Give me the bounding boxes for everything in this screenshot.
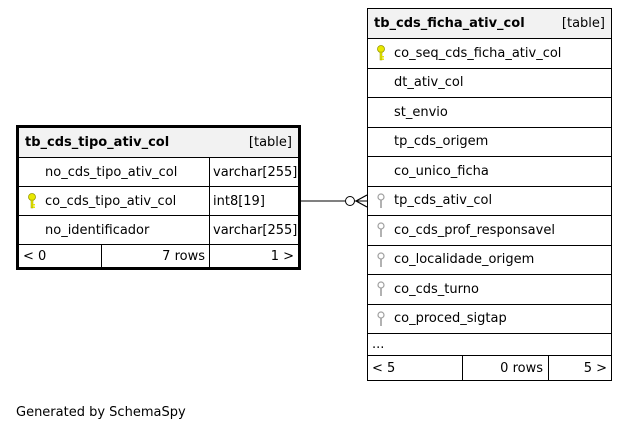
column-type: varchar[255] <box>213 164 298 180</box>
footer-parents: < 0 <box>23 248 47 264</box>
column-name: co_cds_tipo_ativ_col <box>45 193 177 209</box>
table-tag: [table] <box>561 16 605 31</box>
footer-rows: 7 rows <box>162 248 205 264</box>
table-row: tp_cds_origem <box>368 128 611 157</box>
more-columns: ... <box>372 337 385 352</box>
table-header: tb_cds_ficha_ativ_col [table] <box>368 9 611 39</box>
column-name: tp_cds_origem <box>394 134 489 150</box>
primary-key-icon <box>27 187 37 215</box>
column-name: co_cds_turno <box>394 281 479 297</box>
foreign-key-icon <box>376 305 386 334</box>
footer-children: 1 > <box>270 248 294 264</box>
table-footer: < 5 0 rows 5 > <box>368 356 611 380</box>
table-tb-cds-tipo-ativ-col: tb_cds_tipo_ativ_col [table] no_cds_tipo… <box>16 125 301 270</box>
column-name: co_localidade_origem <box>394 252 535 268</box>
table-row: no_identificador varchar[255] <box>19 216 298 245</box>
table-row: co_cds_prof_responsavel <box>368 216 611 246</box>
footer-rows: 0 rows <box>500 360 543 376</box>
column-name: co_unico_ficha <box>394 163 489 179</box>
generated-by-label: Generated by SchemaSpy <box>16 405 186 420</box>
crows-foot-upper <box>355 194 368 202</box>
table-row: co_proced_sigtap <box>368 305 611 334</box>
footer-children: 5 > <box>583 360 607 376</box>
column-name: co_seq_cds_ficha_ativ_col <box>394 45 562 61</box>
primary-key-icon <box>376 39 386 68</box>
foreign-key-icon <box>376 275 386 304</box>
column-name: co_proced_sigtap <box>394 311 507 327</box>
table-row: no_cds_tipo_ativ_col varchar[255] <box>19 158 298 187</box>
column-name: tp_cds_ativ_col <box>394 193 493 209</box>
table-row: dt_ativ_col <box>368 69 611 98</box>
table-row: tp_cds_ativ_col <box>368 187 611 216</box>
table-tag: [table] <box>248 135 292 150</box>
foreign-key-icon <box>376 187 386 216</box>
table-row-ellipsis: ... <box>368 334 611 356</box>
table-name: tb_cds_tipo_ativ_col <box>25 135 170 150</box>
table-row: co_cds_turno <box>368 275 611 305</box>
table-row: co_seq_cds_ficha_ativ_col <box>368 39 611 69</box>
table-footer: < 0 7 rows 1 > <box>19 245 298 267</box>
footer-parents: < 5 <box>372 360 396 376</box>
column-name: dt_ativ_col <box>394 75 464 91</box>
table-row: st_envio <box>368 98 611 128</box>
column-type: int8[19] <box>213 193 265 209</box>
table-row: co_unico_ficha <box>368 157 611 187</box>
table-header: tb_cds_tipo_ativ_col [table] <box>19 128 298 158</box>
table-row: co_localidade_origem <box>368 246 611 275</box>
optional-circle-icon <box>345 196 355 206</box>
column-name: co_cds_prof_responsavel <box>394 222 555 238</box>
crows-foot-lower <box>355 200 368 208</box>
column-name: st_envio <box>394 104 448 120</box>
table-name: tb_cds_ficha_ativ_col <box>374 16 525 31</box>
table-row: co_cds_tipo_ativ_col int8[19] <box>19 187 298 216</box>
foreign-key-icon <box>376 246 386 275</box>
column-name: no_cds_tipo_ativ_col <box>45 164 178 180</box>
column-name: no_identificador <box>45 222 150 238</box>
foreign-key-icon <box>376 216 386 245</box>
table-tb-cds-ficha-ativ-col: tb_cds_ficha_ativ_col [table] co_seq_cds… <box>367 8 612 381</box>
column-type: varchar[255] <box>213 222 298 238</box>
